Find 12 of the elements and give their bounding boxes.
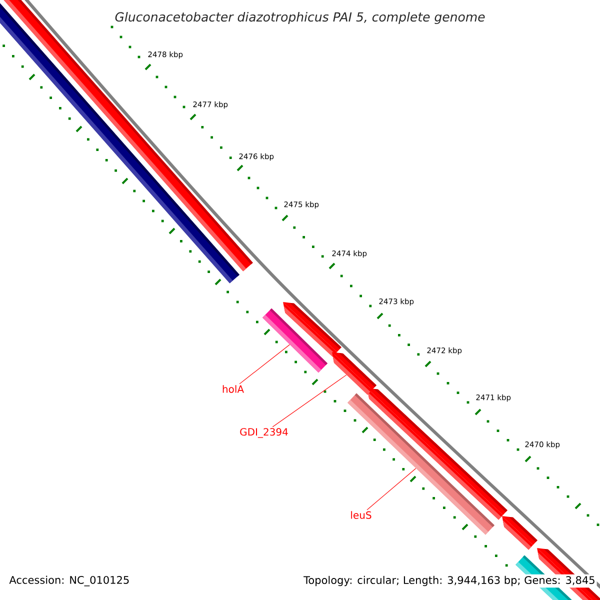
genome-info-text: Topology: circular; Length: 3,944,163 bp; Genes: 3,845 bbox=[302, 574, 597, 588]
gene-label: GDI_2394 bbox=[240, 428, 288, 438]
gene-block bbox=[332, 352, 376, 395]
leader-line bbox=[366, 468, 416, 510]
gene-label: leuS bbox=[351, 511, 372, 519]
gene-label: holA bbox=[222, 385, 244, 393]
accession-text: Accession: NC_010125 bbox=[9, 576, 129, 586]
title: Gluconacetobacter diazotrophicus PAI 5, complete genome bbox=[115, 12, 485, 24]
gene-bar bbox=[348, 393, 494, 535]
leader-line bbox=[239, 344, 290, 384]
gene-bar bbox=[262, 308, 328, 373]
leader-line bbox=[272, 374, 347, 428]
